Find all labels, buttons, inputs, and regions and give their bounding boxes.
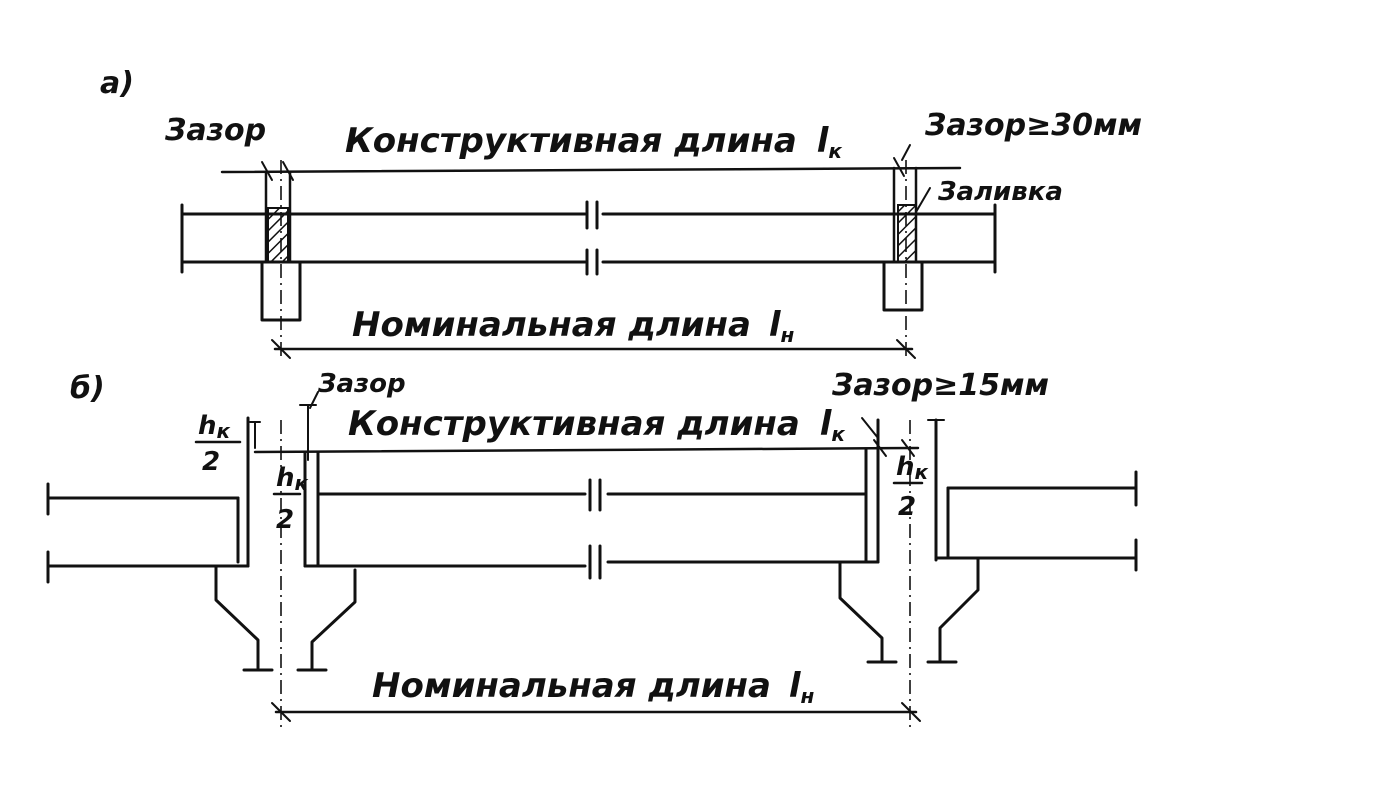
panel-b-right-slab bbox=[927, 418, 1138, 572]
panel-b-gap-min-label: Зазор≥15мм bbox=[831, 368, 1049, 403]
panel-a-nominal-dimension-line bbox=[271, 339, 916, 359]
panel-a-gap-min-label: Зазор≥30мм bbox=[924, 108, 1142, 143]
panel-b-left-crossbar-right bbox=[296, 568, 357, 672]
panel-b-label: б) bbox=[70, 371, 105, 406]
panel-b-nominal-length-label: Номинальная длина lн bbox=[372, 666, 815, 708]
panel-b: б) Зазор Конструктивная длина lк Зазор≥1… bbox=[46, 368, 1138, 730]
panel-b-half-height-left: hк 2 bbox=[194, 411, 242, 477]
panel-a-constructive-dimension-line bbox=[220, 144, 962, 181]
panel-a-filling-label: Заливка bbox=[937, 177, 1063, 207]
panel-b-constructive-length-label: Конструктивная длина lк bbox=[348, 404, 845, 446]
panel-a: а) Зазор Конструктивная длина lк Зазор≥3… bbox=[100, 66, 1142, 360]
panel-a-label: а) bbox=[100, 66, 134, 101]
panel-b-right-crossbar-left bbox=[838, 560, 898, 664]
panel-a-constructive-length-label: Конструктивная длина lк bbox=[345, 121, 842, 163]
panel-a-left-support bbox=[260, 160, 302, 360]
panel-b-constructive-dimension-line bbox=[249, 391, 920, 461]
panel-a-nominal-length-label: Номинальная длина lн bbox=[352, 305, 795, 347]
panel-a-slab-lines bbox=[180, 200, 997, 276]
svg-text:2: 2 bbox=[898, 492, 916, 522]
panel-b-right-crossbar-right bbox=[926, 556, 980, 664]
panel-a-gap-label: Зазор bbox=[164, 113, 266, 148]
panel-b-middle-slab bbox=[303, 418, 880, 580]
panel-b-nominal-dimension-line bbox=[271, 702, 921, 722]
svg-text:2: 2 bbox=[276, 505, 294, 535]
panel-b-half-height-inner: hк 2 bbox=[272, 463, 309, 535]
panel-a-right-support bbox=[882, 160, 931, 360]
svg-text:hк: hк bbox=[896, 452, 929, 484]
panel-b-left-crossbar-left bbox=[214, 564, 274, 672]
panel-b-gap-label: Зазор bbox=[317, 369, 406, 399]
svg-text:2: 2 bbox=[202, 447, 220, 477]
panel-b-half-height-right: hк 2 bbox=[892, 452, 929, 522]
svg-text:hк: hк bbox=[198, 411, 231, 443]
